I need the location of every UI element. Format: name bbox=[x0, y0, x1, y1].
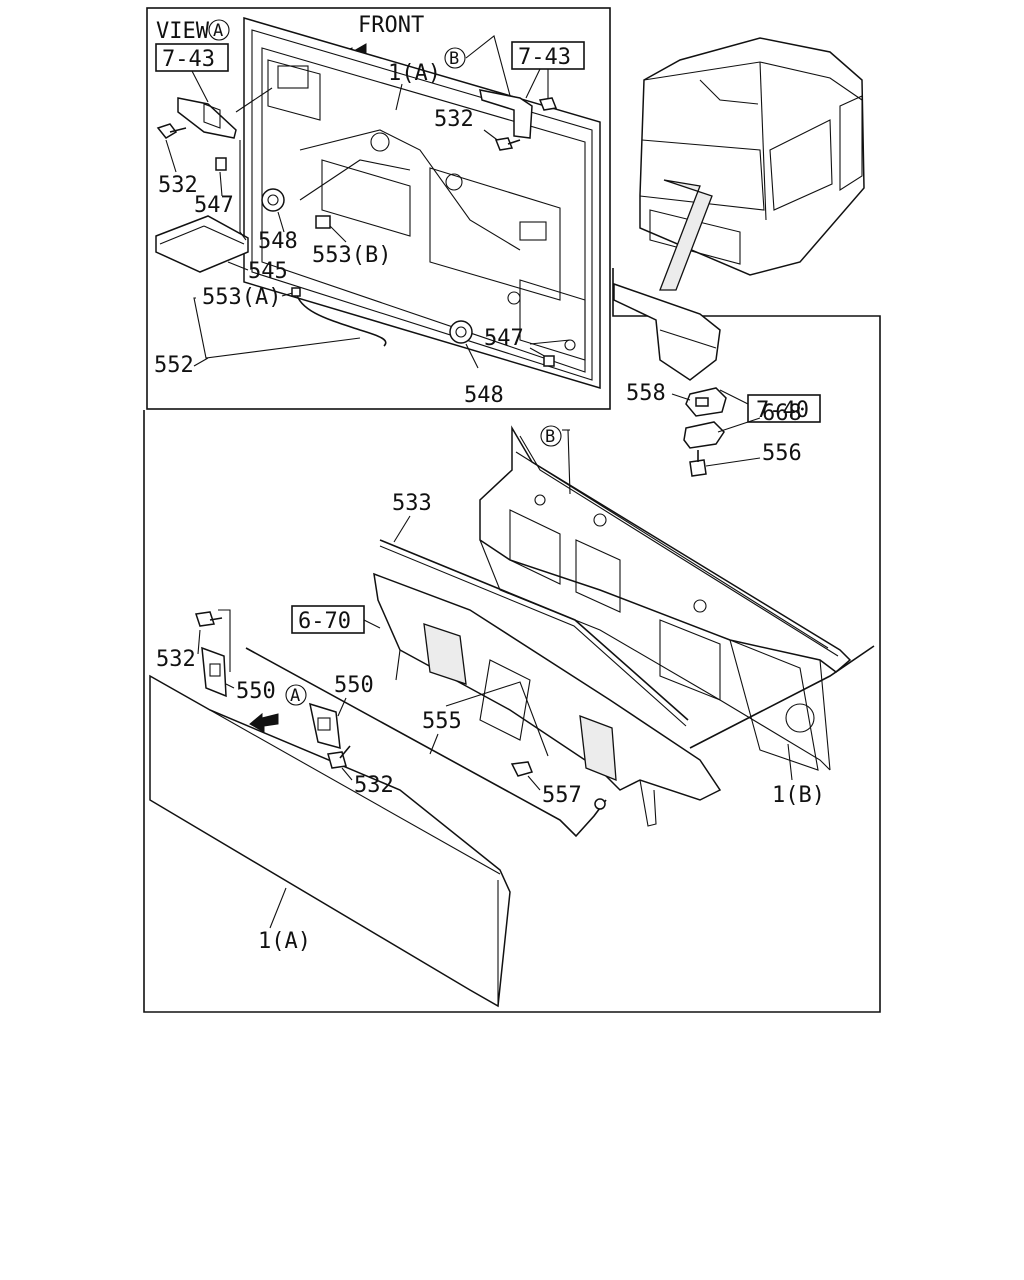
label-555: 555 bbox=[422, 709, 462, 734]
hinge-bracket-main-left bbox=[201, 646, 227, 698]
label-532-main-bottom: 532 bbox=[354, 773, 394, 798]
b-marker-view-circle bbox=[444, 47, 466, 69]
cable-555 bbox=[245, 647, 607, 838]
label-545: 545 bbox=[248, 259, 288, 284]
label-558: 558 bbox=[626, 381, 666, 406]
bolt-icon bbox=[327, 745, 351, 769]
label-548-view-left: 548 bbox=[258, 229, 298, 254]
bolt-icon bbox=[494, 137, 521, 151]
label-547-view-left: 547 bbox=[194, 193, 234, 218]
view-title: VIEW bbox=[156, 19, 210, 44]
a-marker-main: A bbox=[290, 686, 300, 706]
label-553a: 553(A) bbox=[202, 285, 281, 310]
hinge-bracket-left bbox=[177, 97, 237, 139]
ref-7-43-left: 7-43 bbox=[162, 47, 215, 72]
front-label: FRONT bbox=[358, 13, 424, 38]
label-668: 668 bbox=[762, 401, 802, 426]
front-panel-rear-view bbox=[243, 16, 601, 390]
ref-box-6-70 bbox=[291, 605, 365, 634]
label-552: 552 bbox=[154, 353, 194, 378]
latch-558 bbox=[685, 387, 727, 417]
release-cable bbox=[689, 645, 875, 749]
bolt-icon bbox=[156, 123, 187, 139]
clip-557-icon bbox=[510, 761, 534, 777]
label-532-view-right: 532 bbox=[434, 107, 474, 132]
view-a-frame bbox=[146, 7, 611, 410]
connector-553b bbox=[315, 215, 331, 229]
clip-icon bbox=[543, 355, 555, 367]
grommet-icon bbox=[261, 188, 285, 212]
label-532-view-left: 532 bbox=[158, 173, 198, 198]
label-557: 557 bbox=[542, 783, 582, 808]
seal-strip-533 bbox=[379, 539, 689, 727]
main-frame-border bbox=[143, 268, 881, 1013]
lower-reinforcement bbox=[373, 572, 722, 827]
hinge-bracket-main-right bbox=[309, 702, 341, 750]
label-1b: 1(B) bbox=[772, 783, 825, 808]
ref-7-40: 7-40 bbox=[756, 398, 809, 423]
b-marker-view: B bbox=[449, 49, 459, 69]
label-548-view-right: 548 bbox=[464, 383, 504, 408]
ref-box-7-40 bbox=[747, 394, 821, 423]
ref-6-70: 6-70 bbox=[298, 609, 351, 634]
hinge-bracket-right bbox=[479, 89, 533, 139]
label-553b: 553(B) bbox=[312, 243, 391, 268]
truck-cab-thumbnail bbox=[639, 37, 865, 291]
label-556: 556 bbox=[762, 441, 802, 466]
clip-icon bbox=[215, 157, 227, 171]
front-direction-arrow-icon bbox=[249, 712, 279, 733]
latch-bracket-668 bbox=[683, 421, 725, 449]
label-1a-view: 1(A) bbox=[388, 61, 441, 86]
b-marker-main: B bbox=[545, 427, 555, 447]
handle-545 bbox=[155, 215, 249, 273]
label-1a-main: 1(A) bbox=[258, 929, 311, 954]
grommet-icon bbox=[449, 320, 473, 344]
b-marker-main-circle bbox=[540, 425, 562, 447]
screw-556-icon bbox=[689, 450, 707, 477]
label-532-main-left: 532 bbox=[156, 647, 196, 672]
view-marker: A bbox=[213, 21, 223, 41]
a-marker-main-circle bbox=[285, 684, 307, 706]
bolt-icon bbox=[195, 611, 223, 627]
front-panel-1a bbox=[149, 674, 511, 1008]
upper-member-fragment bbox=[613, 282, 721, 381]
label-547-view-right: 547 bbox=[484, 326, 524, 351]
bolt-icon bbox=[538, 97, 558, 111]
front-panel-frame-assembly bbox=[479, 425, 852, 771]
view-marker-circle bbox=[208, 19, 230, 41]
ref-7-43-right: 7-43 bbox=[518, 45, 571, 70]
cable-552 bbox=[291, 287, 387, 347]
label-533: 533 bbox=[392, 491, 432, 516]
label-550-left: 550 bbox=[236, 679, 276, 704]
label-550-right: 550 bbox=[334, 673, 374, 698]
